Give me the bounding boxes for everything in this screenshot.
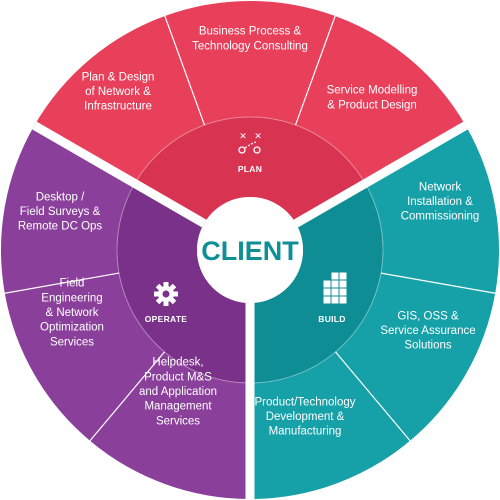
phase-label-operate: OPERATE <box>145 314 188 324</box>
service-labels: Business Process & Technology ConsultingS… <box>18 26 479 438</box>
strategy-icon: ✕✕ <box>238 131 262 154</box>
service-divider <box>89 351 165 442</box>
service-label-line: Desktop / <box>36 191 85 203</box>
service-label: Service Modelling & Product Design <box>327 85 418 112</box>
phase-label-build: BUILD <box>318 314 345 324</box>
blocks-icon <box>323 272 347 304</box>
service-label-line: Field <box>60 278 85 290</box>
service-label-line: Optimization <box>40 322 104 334</box>
service-label-line: Technology Consulting <box>192 40 308 52</box>
service-divider <box>4 272 120 294</box>
service-divider <box>380 272 496 294</box>
service-label-line: Plan & Design <box>82 71 155 83</box>
svg-text:✕: ✕ <box>239 131 247 141</box>
ring-dividers <box>4 15 496 499</box>
service-label-line: & Product Design <box>327 99 417 111</box>
service-sector <box>295 16 466 184</box>
center-hub: CLIENT <box>197 197 303 303</box>
service-label-line: Remote DC Ops <box>18 221 103 233</box>
service-label-line: Infrastructure <box>84 101 152 113</box>
phase-divider <box>293 121 468 228</box>
service-divider <box>294 15 336 126</box>
service-sector <box>34 16 205 184</box>
service-label-line: Network <box>419 181 461 193</box>
service-sector <box>89 351 250 499</box>
service-label-line: & Network <box>45 307 98 319</box>
service-label-line: Helpdesk, <box>152 357 203 369</box>
service-label: Desktop / Field Surveys & Remote DC Ops <box>18 191 103 232</box>
phase-label-plan: PLAN <box>238 164 262 174</box>
service-label-line: Solutions <box>404 340 452 352</box>
service-label-line: Service Modelling <box>327 85 418 97</box>
ring-boundary <box>116 116 384 384</box>
service-label-line: Business Process & <box>199 26 302 38</box>
service-label-line: of Network & <box>85 86 151 98</box>
service-label-line: and Application <box>139 386 217 398</box>
service-label-line: Services <box>50 336 94 348</box>
svg-text:✕: ✕ <box>254 131 262 141</box>
phase-sector-build <box>250 183 383 383</box>
service-divider <box>335 351 411 442</box>
service-label-line: Engineering <box>41 292 102 304</box>
service-label-line: GIS, OSS & <box>397 310 459 322</box>
center-label: CLIENT <box>201 236 299 266</box>
service-label-line: Services <box>156 415 200 427</box>
service-label-line: Manufacturing <box>269 426 342 438</box>
service-label: Business Process & Technology Consulting <box>192 26 308 53</box>
phase-sector-plan <box>134 117 366 224</box>
phase-sector-operate <box>116 183 250 383</box>
inner-ring <box>116 117 383 383</box>
service-sector <box>250 351 411 499</box>
service-label-line: Management <box>144 401 212 413</box>
service-label-line: Installation & <box>407 196 473 208</box>
service-label-line: Development & <box>266 411 345 423</box>
gear-icon <box>154 282 178 306</box>
service-label-line: Field Surveys & <box>20 206 101 218</box>
service-label-line: Product M&S <box>144 371 212 383</box>
service-label-line: Commissioning <box>401 211 480 223</box>
service-label: Plan & Design of Network & Infrastructure <box>82 71 155 112</box>
phase-divider <box>32 121 207 228</box>
service-divider <box>164 15 206 126</box>
center-circle <box>197 197 303 303</box>
service-label-line: Service Assurance <box>380 325 475 337</box>
service-label-line: Product/Technology <box>254 396 355 408</box>
service-sector <box>164 0 336 126</box>
